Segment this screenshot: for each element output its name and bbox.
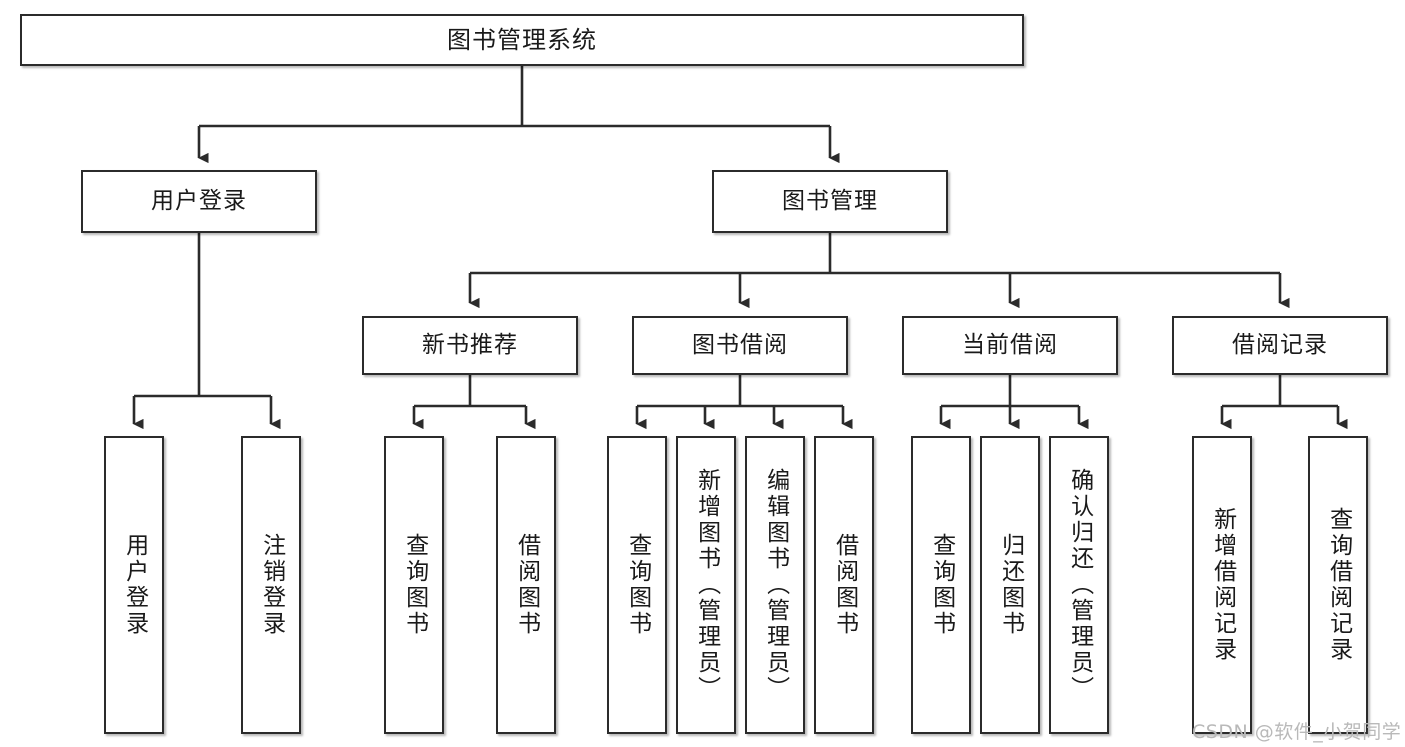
node-label: 查询图书 xyxy=(928,533,955,637)
node-book-management[interactable]: 图书管理 xyxy=(712,170,948,233)
node-borrow-record[interactable]: 借阅记录 xyxy=(1172,316,1388,375)
node-new-book-recommend[interactable]: 新书推荐 xyxy=(362,316,578,375)
node-label: 注销登录 xyxy=(258,533,285,637)
leaf-logout[interactable]: 注销登录 xyxy=(241,436,301,734)
node-label: 查询借阅记录 xyxy=(1325,507,1352,663)
leaf-borrowrecord-query-record[interactable]: 查询借阅记录 xyxy=(1308,436,1368,734)
node-label: 确认归还（管理员） xyxy=(1066,468,1093,702)
leaf-currentborrow-query-book[interactable]: 查询图书 xyxy=(911,436,971,734)
node-label: 新增借阅记录 xyxy=(1209,507,1236,663)
leaf-currentborrow-confirm-return-admin[interactable]: 确认归还（管理员） xyxy=(1049,436,1109,734)
node-label: 借阅图书 xyxy=(831,533,858,637)
leaf-bookborrow-add-book-admin[interactable]: 新增图书（管理员） xyxy=(676,436,736,734)
leaf-newbook-borrow-book[interactable]: 借阅图书 xyxy=(496,436,556,734)
node-label: 图书借阅 xyxy=(692,331,788,358)
node-label: 查询图书 xyxy=(401,533,428,637)
leaf-newbook-query-book[interactable]: 查询图书 xyxy=(384,436,444,734)
csdn-watermark: CSDN @软件_小贺同学 xyxy=(1192,721,1402,743)
leaf-bookborrow-edit-book-admin[interactable]: 编辑图书（管理员） xyxy=(745,436,805,734)
node-book-borrow[interactable]: 图书借阅 xyxy=(632,316,848,375)
node-label: 借阅图书 xyxy=(513,533,540,637)
node-label: 新书推荐 xyxy=(422,331,518,358)
node-label: 图书管理 xyxy=(782,187,878,214)
node-label: 图书管理系统 xyxy=(447,25,597,54)
node-root-book-management-system[interactable]: 图书管理系统 xyxy=(20,14,1024,66)
node-label: 借阅记录 xyxy=(1232,331,1328,358)
leaf-borrowrecord-add-record[interactable]: 新增借阅记录 xyxy=(1192,436,1252,734)
node-label: 归还图书 xyxy=(997,533,1024,637)
leaf-user-login[interactable]: 用户登录 xyxy=(104,436,164,734)
node-label: 新增图书（管理员） xyxy=(693,468,720,702)
node-current-borrow[interactable]: 当前借阅 xyxy=(902,316,1118,375)
leaf-bookborrow-borrow-book[interactable]: 借阅图书 xyxy=(814,436,874,734)
node-label: 用户登录 xyxy=(121,533,148,637)
node-label: 编辑图书（管理员） xyxy=(762,468,789,702)
leaf-bookborrow-query-book[interactable]: 查询图书 xyxy=(607,436,667,734)
node-user-login[interactable]: 用户登录 xyxy=(81,170,317,233)
node-label: 查询图书 xyxy=(624,533,651,637)
node-label: 用户登录 xyxy=(151,187,247,214)
node-label: 当前借阅 xyxy=(962,331,1058,358)
leaf-currentborrow-return-book[interactable]: 归还图书 xyxy=(980,436,1040,734)
